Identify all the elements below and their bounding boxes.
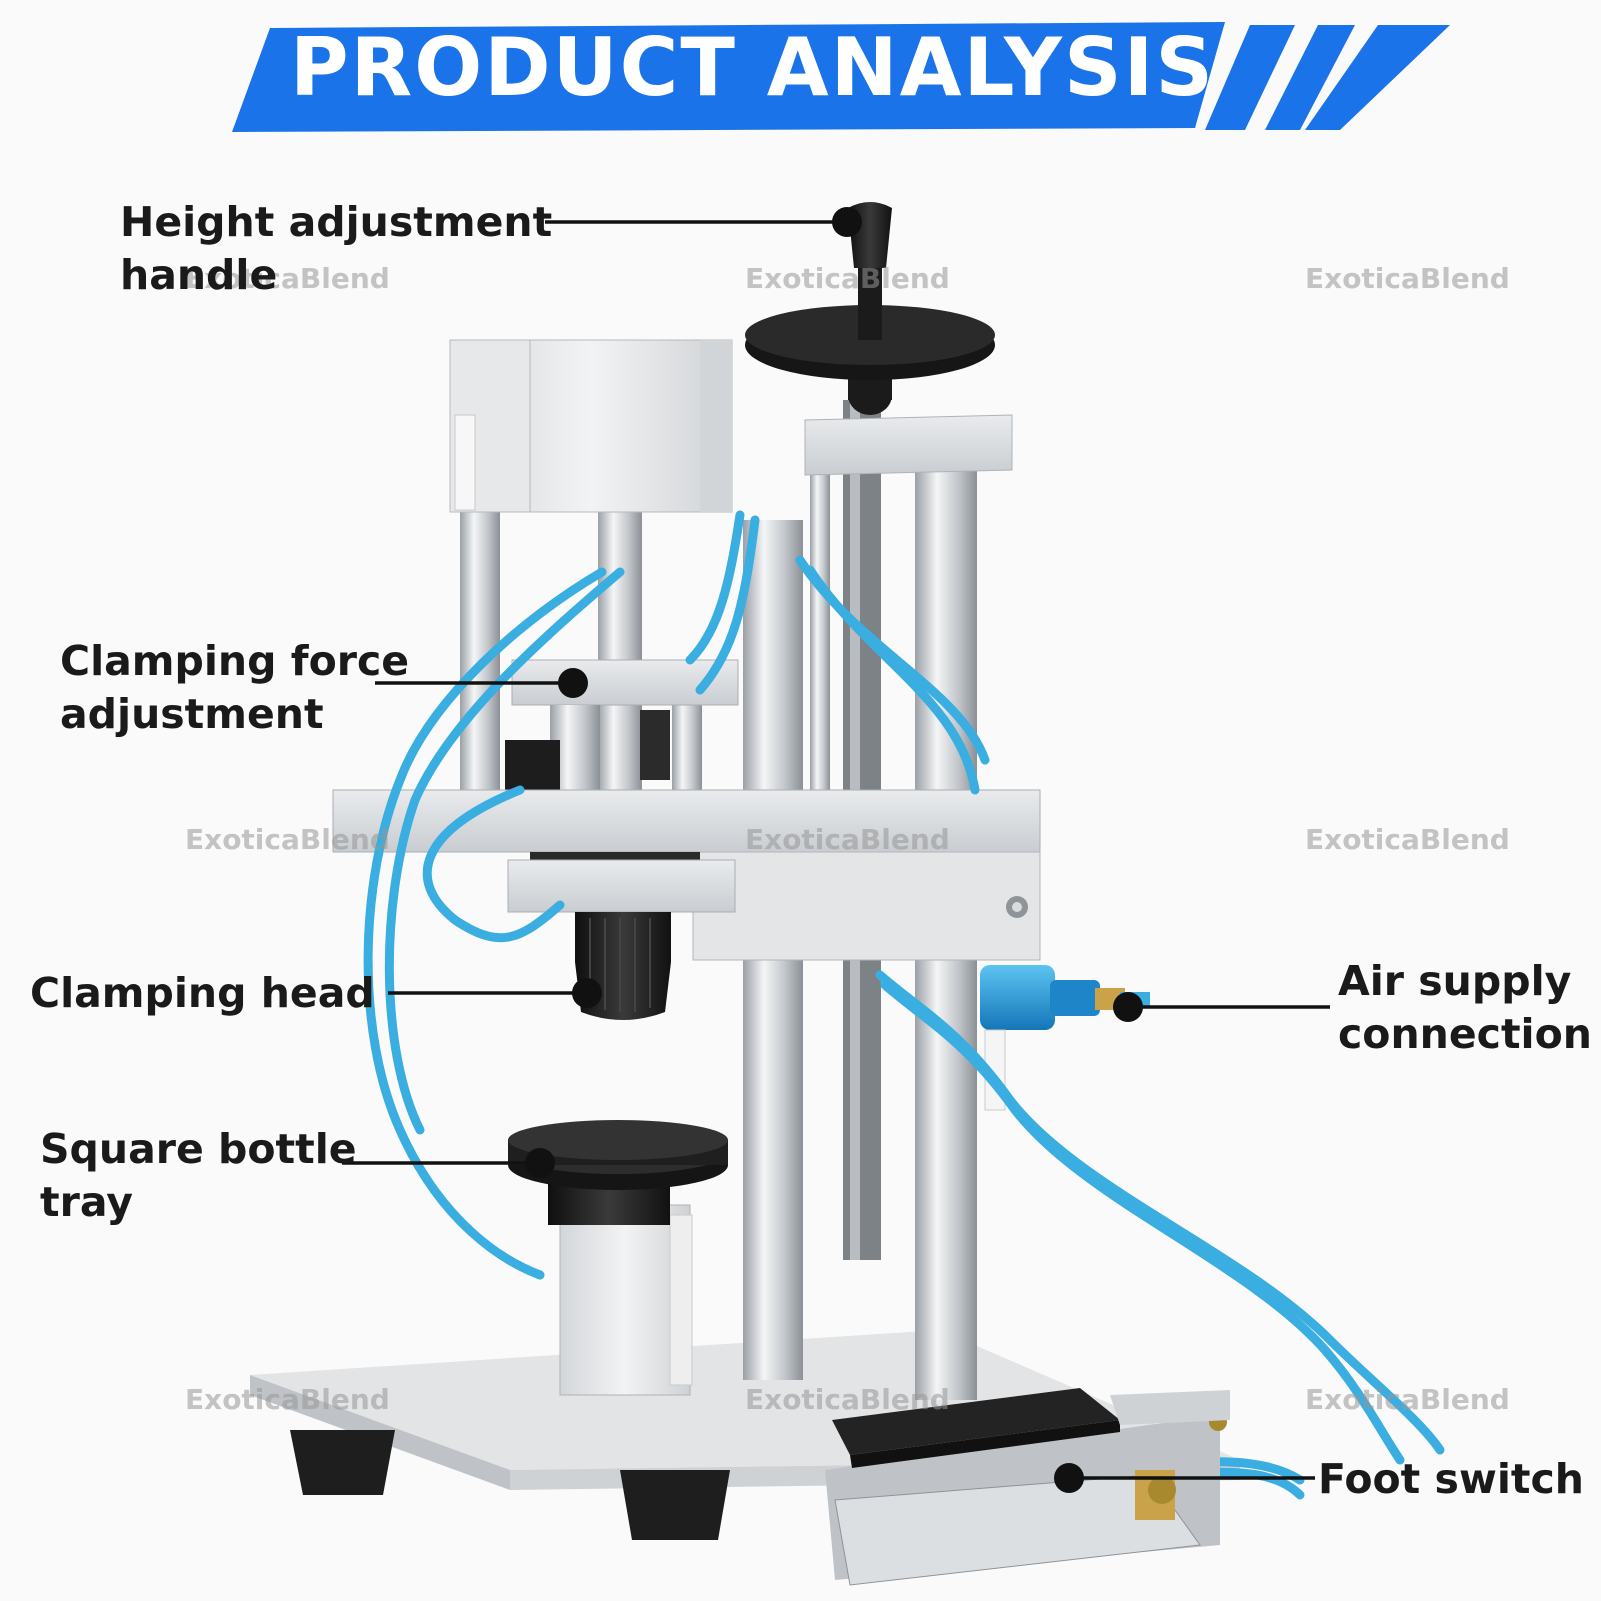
label-height-adjustment-handle: Height adjustment handle	[120, 196, 552, 302]
watermark: ExoticaBlend	[745, 823, 950, 856]
top-cylinder-block	[449, 339, 733, 513]
watermark: ExoticaBlend	[745, 262, 950, 295]
label-line: tray	[40, 1178, 133, 1226]
label-line: handle	[120, 251, 278, 299]
handwheel	[745, 202, 995, 415]
watermark: ExoticaBlend	[1305, 823, 1510, 856]
label-line: adjustment	[60, 690, 324, 738]
label-line: Air supply	[1338, 957, 1572, 1005]
label-line: Height adjustment	[120, 198, 553, 246]
square-bottle-tray	[508, 1120, 728, 1396]
middle-platform	[332, 789, 1041, 961]
clamping-head-assembly	[507, 852, 736, 1020]
watermark: ExoticaBlend	[1305, 262, 1510, 295]
callout-lines	[342, 220, 1330, 1480]
label-line: Clamping force	[60, 637, 410, 685]
watermark: ExoticaBlend	[185, 1383, 390, 1416]
label-line: Square bottle	[40, 1125, 357, 1173]
label-air-supply-connection: Air supply connection	[1338, 955, 1592, 1061]
label-clamping-head: Clamping head	[30, 967, 375, 1020]
label-foot-switch: Foot switch	[1318, 1453, 1584, 1506]
label-line: Foot switch	[1318, 1455, 1584, 1503]
clamping-force-disc	[505, 659, 739, 800]
banner-shape	[232, 22, 1450, 132]
banner-title: PRODUCT ANALYSIS	[290, 21, 1215, 114]
watermark: ExoticaBlend	[185, 823, 390, 856]
label-line: Clamping head	[30, 969, 375, 1017]
foot-switch	[825, 1388, 1230, 1586]
watermark: ExoticaBlend	[1305, 1383, 1510, 1416]
pneumatic-tubes	[363, 510, 1445, 1500]
label-square-bottle-tray: Square bottle tray	[40, 1123, 357, 1229]
label-clamping-force-adjustment: Clamping force adjustment	[60, 635, 409, 741]
watermark: ExoticaBlend	[745, 1383, 950, 1416]
watermark: ExoticaBlend	[185, 262, 390, 295]
label-line: connection	[1338, 1010, 1592, 1058]
top-bracket	[804, 414, 1013, 476]
